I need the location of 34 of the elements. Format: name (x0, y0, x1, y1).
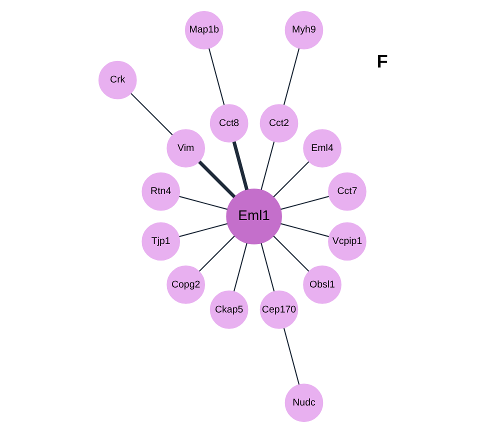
connector (280, 223, 329, 238)
connector (232, 141, 249, 190)
connector (198, 236, 235, 272)
node-circle: Eml1 (226, 188, 282, 244)
node-circle: Vim (166, 129, 206, 168)
node-circle: Obsl1 (303, 266, 342, 304)
connector (179, 223, 228, 238)
node-circle: Rtn4 (142, 172, 180, 211)
connector (233, 243, 248, 292)
node-circle: Cep170 (260, 290, 298, 329)
connector (283, 48, 300, 106)
node-circle: Tjp1 (142, 222, 180, 261)
node-circle: Map1b (184, 10, 224, 50)
node-circle: Ckap5 (210, 290, 248, 329)
connector (280, 196, 329, 210)
node-circle: Cct7 (328, 172, 366, 211)
node-circle: Crk (98, 60, 137, 100)
label: F (376, 51, 388, 72)
node-circle: Nudc (284, 384, 324, 422)
connector (273, 236, 310, 272)
connector (179, 196, 228, 210)
connector (283, 328, 300, 385)
node-circle: Cct8 (210, 104, 248, 142)
node-circle: Myh9 (284, 10, 324, 50)
connector (208, 48, 225, 106)
connector (198, 160, 236, 198)
node-circle: Eml4 (303, 129, 342, 168)
connector (130, 93, 173, 136)
node-circle: Copg2 (166, 266, 206, 304)
node-circle: Cct2 (260, 104, 298, 142)
connector (260, 142, 275, 190)
connector (273, 161, 310, 198)
connector (260, 243, 275, 292)
node-circle: Vcpip1 (328, 222, 366, 261)
